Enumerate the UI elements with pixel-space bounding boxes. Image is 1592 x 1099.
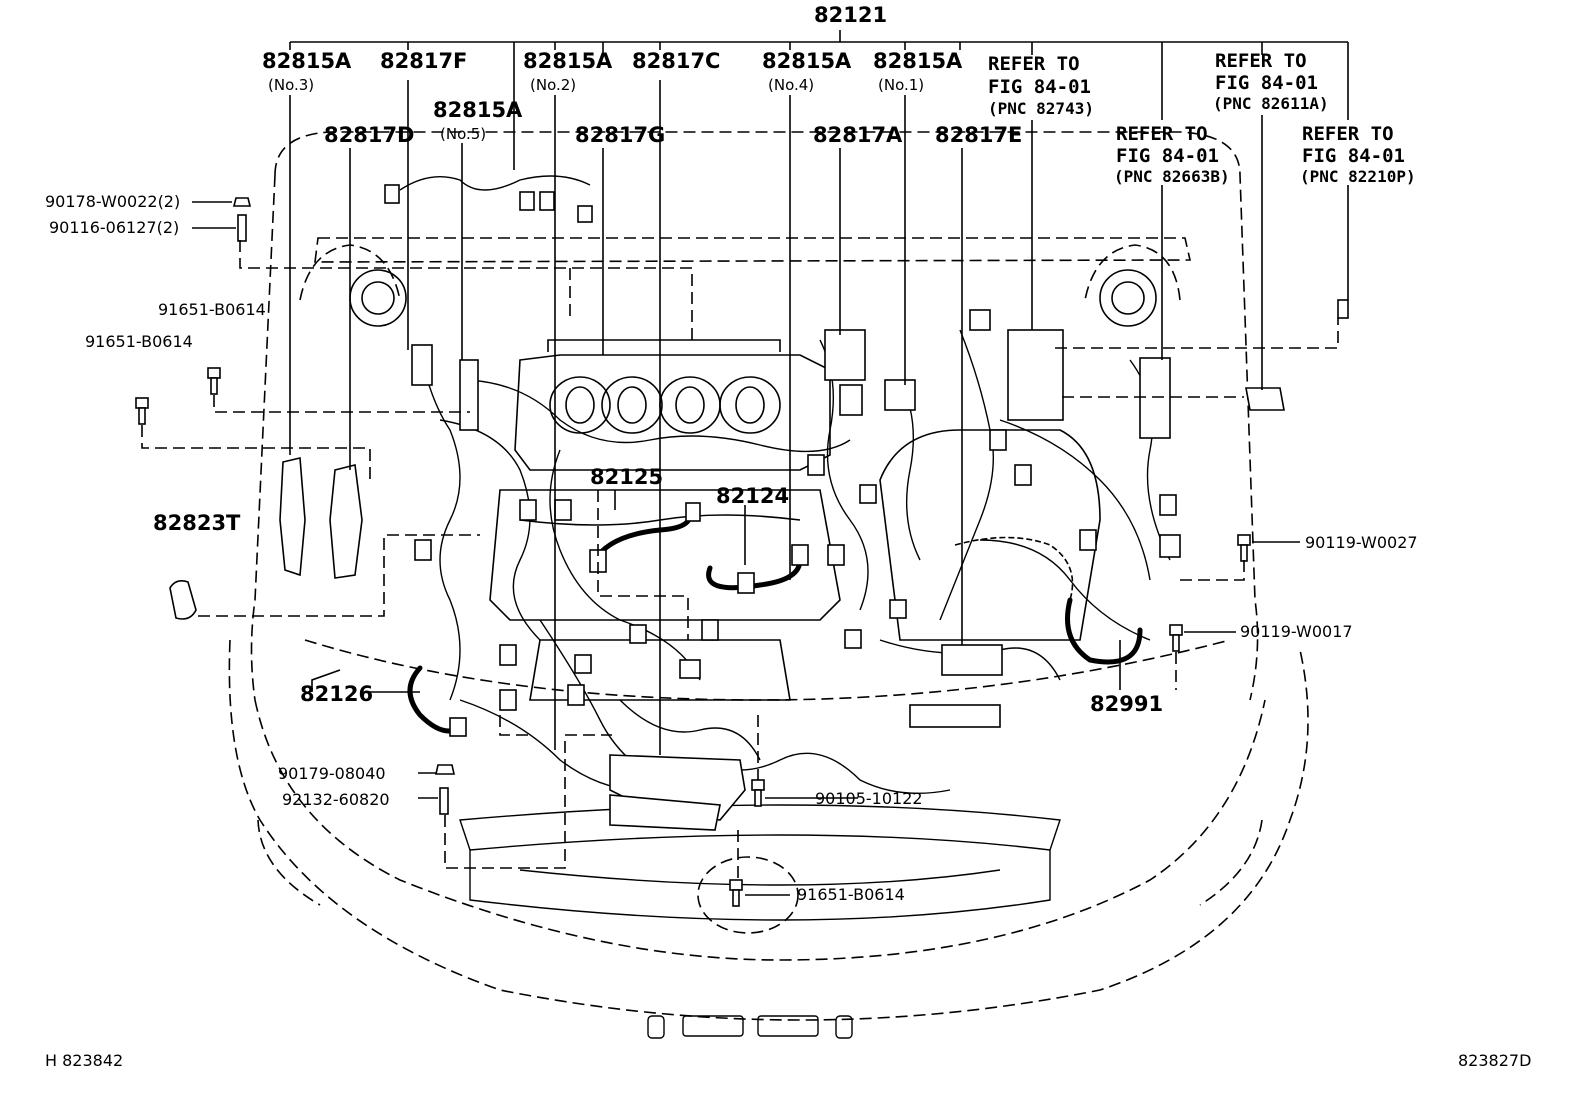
relay-block-icon bbox=[1245, 387, 1285, 411]
callout-82815a-no2-sub: (No.2) bbox=[530, 76, 576, 94]
bolt-icon bbox=[1237, 534, 1251, 562]
label-90119-w0017: 90119-W0017 bbox=[1240, 622, 1353, 641]
callout-82817a: 82817A bbox=[813, 123, 903, 147]
label-82126: 82126 bbox=[300, 682, 373, 706]
bolt-icon bbox=[135, 397, 149, 425]
callout-82815a-no1: 82815A bbox=[873, 49, 963, 73]
bolt-icon bbox=[729, 879, 743, 907]
label-91651-b0614-b: 91651-B0614 bbox=[85, 332, 193, 351]
cable-82124 bbox=[706, 557, 803, 591]
reference-note-82611a: REFER TO FIG 84-01 (PNC 82611A) bbox=[1213, 50, 1329, 113]
reference-note-82663b: REFER TO FIG 84-01 (PNC 82663B) bbox=[1114, 123, 1230, 186]
svg-text:FIG 84-01: FIG 84-01 bbox=[1116, 145, 1219, 167]
fasteners bbox=[135, 197, 1349, 907]
nut-icon bbox=[435, 764, 455, 775]
strut-towers bbox=[349, 269, 1157, 327]
svg-text:(PNC 82611A): (PNC 82611A) bbox=[1213, 94, 1329, 113]
label-90105-10122: 90105-10122 bbox=[815, 789, 923, 808]
reference-note-82210p: REFER TO FIG 84-01 (PNC 82210P) bbox=[1300, 123, 1416, 186]
svg-text:REFER TO: REFER TO bbox=[1302, 123, 1394, 145]
wire-harness-paths bbox=[399, 175, 1171, 794]
label-82823t: 82823T bbox=[153, 511, 241, 535]
svg-text:(PNC 82210P): (PNC 82210P) bbox=[1300, 167, 1416, 186]
highlighted-cables bbox=[407, 512, 1143, 734]
label-91651-b0614-c: 91651-B0614 bbox=[797, 885, 905, 904]
bolt-icon bbox=[751, 779, 765, 807]
figure-id-left: H 823842 bbox=[45, 1051, 123, 1070]
svg-text:REFER TO: REFER TO bbox=[988, 53, 1080, 75]
callout-82815a-no3-sub: (No.3) bbox=[268, 76, 314, 94]
svg-text:FIG 84-01: FIG 84-01 bbox=[988, 76, 1091, 98]
relay-plug-icon bbox=[1337, 299, 1349, 319]
callout-82815a-no4-sub: (No.4) bbox=[768, 76, 814, 94]
harness-connectors bbox=[384, 184, 1181, 737]
clamp-82823t bbox=[169, 580, 197, 620]
bottom-harness-bracket bbox=[609, 754, 746, 831]
vehicle-body-outline bbox=[228, 131, 1309, 1039]
label-90116-06127: 90116-06127(2) bbox=[49, 218, 179, 237]
label-90178-w0022: 90178-W0022(2) bbox=[45, 192, 180, 211]
callout-82817d: 82817D bbox=[324, 123, 415, 147]
label-90119-w0027: 90119-W0027 bbox=[1305, 533, 1418, 552]
cable-82126 bbox=[407, 665, 458, 734]
label-82991: 82991 bbox=[1090, 692, 1163, 716]
callout-labels: 82121 82815A (No.3) 82817F 82815A (No.2)… bbox=[45, 3, 1531, 1070]
svg-text:(PNC 82743): (PNC 82743) bbox=[988, 99, 1094, 118]
callout-82815a-no5: 82815A bbox=[433, 98, 523, 122]
svg-text:REFER TO: REFER TO bbox=[1215, 50, 1307, 72]
callout-82815a-no5-sub: (No.5) bbox=[440, 125, 486, 143]
label-82125: 82125 bbox=[590, 465, 663, 489]
callout-82815a-no1-sub: (No.1) bbox=[878, 76, 924, 94]
label-82124: 82124 bbox=[716, 484, 789, 508]
leader-lines bbox=[141, 30, 1349, 896]
label-92132-60820: 92132-60820 bbox=[282, 790, 390, 809]
stud-bolt-icon bbox=[237, 214, 247, 242]
svg-text:REFER TO: REFER TO bbox=[1116, 123, 1208, 145]
svg-text:FIG 84-01: FIG 84-01 bbox=[1302, 145, 1405, 167]
label-90179-08040: 90179-08040 bbox=[278, 764, 386, 783]
label-91651-b0614-a: 91651-B0614 bbox=[158, 300, 266, 319]
callout-82815a-no4: 82815A bbox=[762, 49, 852, 73]
bolt-icon bbox=[207, 367, 221, 395]
callout-82815a-no3: 82815A bbox=[262, 49, 352, 73]
callout-82817g: 82817G bbox=[575, 123, 665, 147]
main-part-number: 82121 bbox=[814, 3, 887, 27]
figure-id-right: 823827D bbox=[1458, 1051, 1531, 1070]
callout-82817c: 82817C bbox=[632, 49, 720, 73]
cable-82991 bbox=[1065, 597, 1143, 665]
callout-82817f: 82817F bbox=[380, 49, 467, 73]
stud-bolt-icon bbox=[439, 787, 449, 815]
svg-text:(PNC 82663B): (PNC 82663B) bbox=[1114, 167, 1230, 186]
engine-block bbox=[489, 339, 1101, 701]
reference-note-82743: REFER TO FIG 84-01 (PNC 82743) bbox=[988, 53, 1094, 118]
callout-82817e: 82817E bbox=[935, 123, 1022, 147]
svg-text:FIG 84-01: FIG 84-01 bbox=[1215, 72, 1318, 94]
callout-82815a-no2: 82815A bbox=[523, 49, 613, 73]
nut-icon bbox=[232, 197, 252, 207]
left-brackets bbox=[169, 457, 363, 620]
bolt-icon bbox=[1169, 624, 1183, 652]
